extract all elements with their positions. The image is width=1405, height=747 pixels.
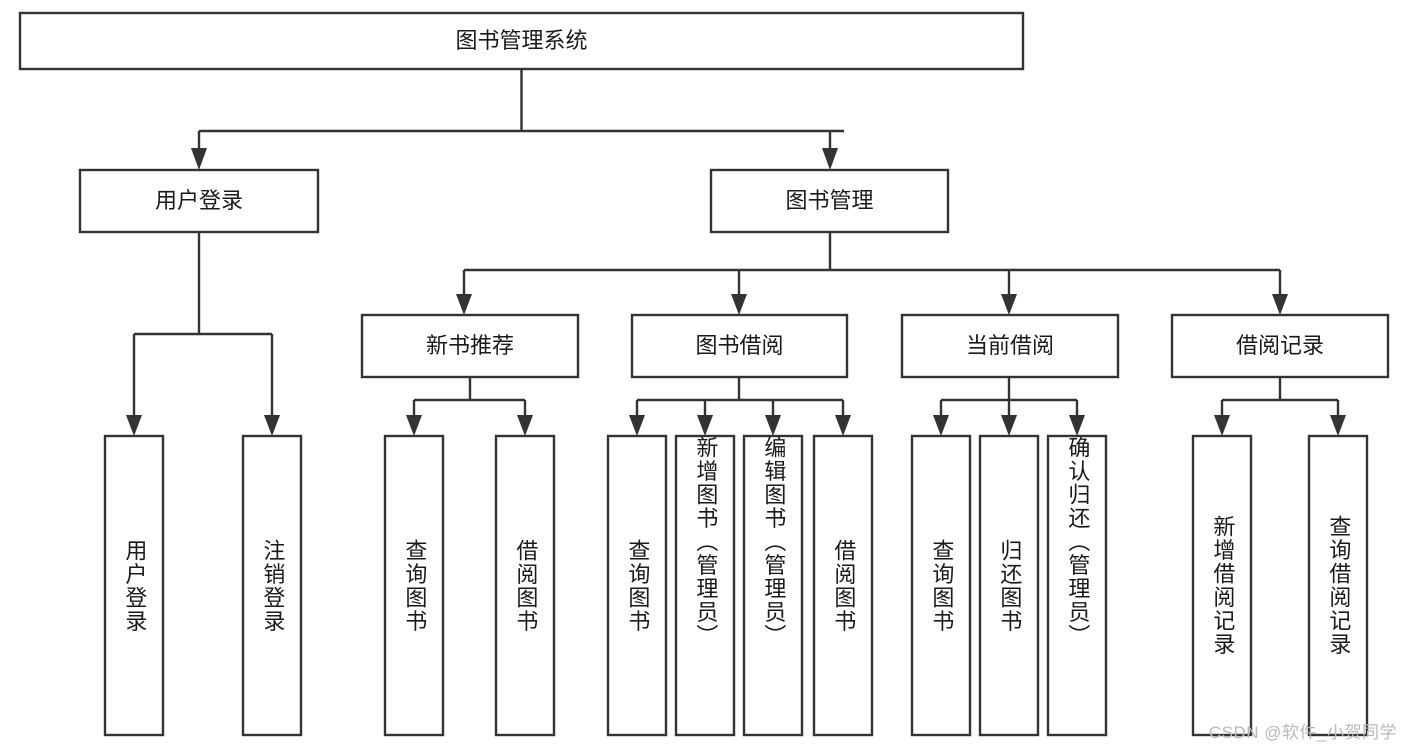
arrow-to-record	[1272, 294, 1288, 315]
leaf-query-book-2[interactable]	[606, 434, 668, 737]
leaf-borrow-book-1[interactable]	[494, 434, 556, 737]
leaf-query-book-3[interactable]	[910, 434, 972, 737]
arrow-current-leaf-3	[1069, 415, 1085, 436]
leaf-query-record[interactable]	[1307, 434, 1369, 737]
arrow-newbook-leaf-2	[517, 415, 533, 436]
arrow-borrow-leaf-2	[697, 415, 713, 436]
node-record[interactable]	[1170, 313, 1390, 379]
node-current[interactable]	[900, 313, 1120, 379]
node-bookmgmt-label: 图书管理	[785, 188, 873, 213]
arrow-root-to-login	[191, 148, 207, 170]
arrow-current-leaf-2	[1001, 415, 1017, 436]
node-newbook[interactable]	[360, 313, 580, 379]
arrow-borrow-leaf-3	[765, 415, 781, 436]
arrow-to-current	[1001, 294, 1017, 315]
leaf-add-book[interactable]	[674, 434, 736, 737]
node-root[interactable]	[18, 11, 1025, 71]
watermark-text: CSDN @软件_小贺同学	[1208, 723, 1397, 742]
node-record-label: 借阅记录	[1236, 333, 1324, 358]
arrow-to-newbook	[456, 294, 472, 315]
leaf-logout[interactable]	[241, 434, 303, 737]
leaf-borrow-book-2[interactable]	[812, 434, 874, 737]
leaf-confirm-return[interactable]	[1046, 434, 1108, 737]
arrow-root-to-bookmgmt	[822, 148, 838, 170]
arrow-borrow-leaf-1	[629, 415, 645, 436]
arrow-record-leaf-1	[1214, 415, 1230, 436]
node-newbook-label: 新书推荐	[426, 333, 514, 358]
leaf-user-login[interactable]	[103, 434, 165, 737]
node-login-label: 用户登录	[155, 188, 243, 213]
node-layer: 图书管理系统 用户登录 图书管理 新书推荐 图书借阅 当前借阅 借阅记录	[18, 11, 1390, 737]
node-borrow[interactable]	[630, 313, 849, 379]
arrow-current-leaf-1	[933, 415, 949, 436]
arrow-to-borrow	[731, 294, 747, 315]
arrow-login-leaf-2	[264, 415, 280, 436]
leaf-add-record[interactable]	[1191, 434, 1253, 737]
arrow-login-leaf-1	[126, 415, 142, 436]
leaf-edit-book[interactable]	[742, 434, 804, 737]
arrow-borrow-leaf-4	[835, 415, 851, 436]
leaf-return-book[interactable]	[978, 434, 1040, 737]
node-root-label: 图书管理系统	[455, 28, 587, 53]
node-login[interactable]	[78, 168, 320, 234]
node-current-label: 当前借阅	[966, 333, 1054, 358]
node-borrow-label: 图书借阅	[695, 333, 783, 358]
arrow-record-leaf-2	[1330, 415, 1346, 436]
connector-layer	[126, 69, 1346, 436]
node-bookmgmt[interactable]	[709, 168, 950, 234]
arrow-newbook-leaf-1	[406, 415, 422, 436]
leaf-query-book-1[interactable]	[383, 434, 445, 737]
